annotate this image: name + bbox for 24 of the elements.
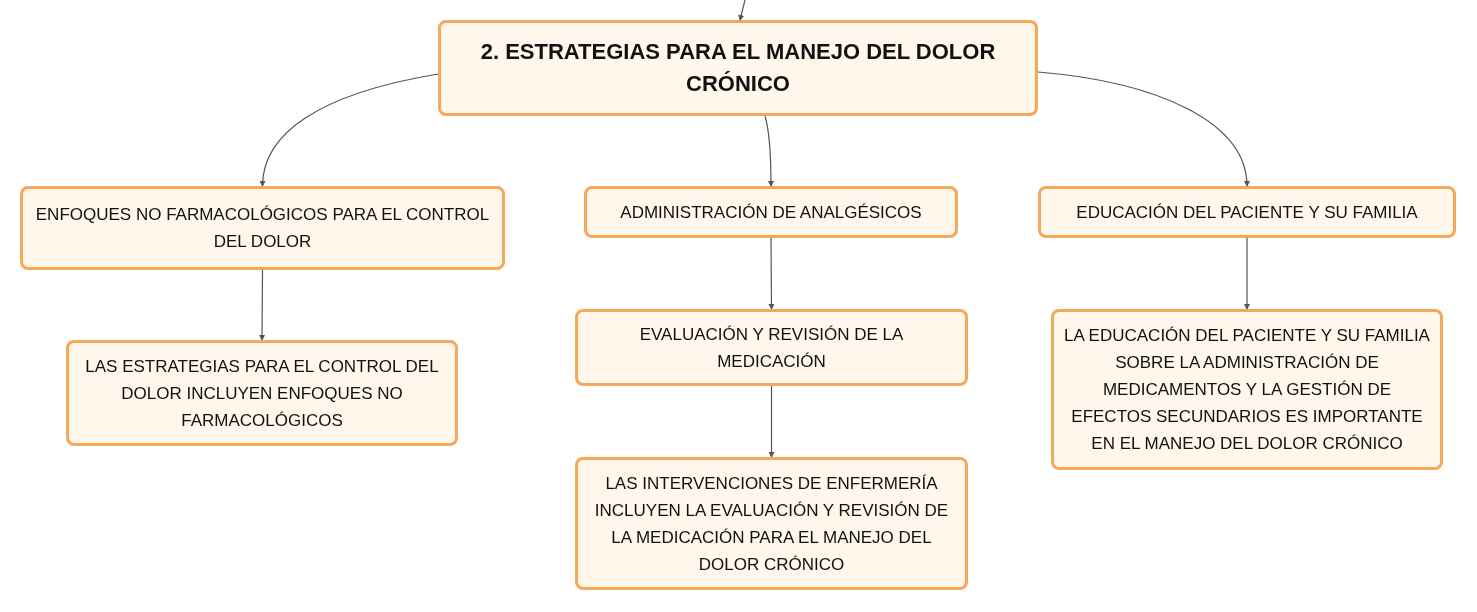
subtopic-box (575, 309, 968, 386)
arrow (738, 0, 746, 21)
topic-text: EDUCACIÓN DEL PACIENTE Y SU FAMILIA (1076, 201, 1418, 224)
topic-text: ADMINISTRACIÓN DE ANALGÉSICOS (620, 201, 922, 224)
arrow (259, 269, 266, 341)
arrow (764, 115, 774, 187)
subtopic-box (1038, 186, 1456, 238)
subtopic-box (66, 340, 458, 446)
subtopic-box (584, 186, 958, 238)
arrow (768, 237, 775, 310)
arrow (259, 73, 439, 187)
topic-text: LAS ESTRATEGIAS PARA EL CONTROL DEL DOLOR INCLUYEN ENFOQUES NO FARMACOLÓGICOS (84, 355, 440, 432)
topic-text: LAS INTERVENCIONES DE ENFERMERÍA INCLUYEN LA EVALUACIÓN Y REVISIÓN DE LA MEDICACIÓN PARA EL MANEJO DEL DOLOR CRÓNICO (593, 472, 950, 576)
subtopic-box (20, 186, 505, 270)
subtopic-box (1051, 309, 1443, 470)
subtopic-box (575, 457, 968, 590)
arrow (768, 385, 775, 458)
arrow (1037, 71, 1250, 187)
topic-box (438, 20, 1038, 116)
topic-text: LA EDUCACIÓN DEL PACIENTE Y SU FAMILIA SOBRE LA ADMINISTRACIÓN DE MEDICAMENTOS Y LA GESTIÓN DE EFECTOS SECUNDARIOS ES IMPORTANTE EN EL MANEJO DEL DOLOR CRÓNICO (1063, 325, 1431, 455)
arrow (1244, 237, 1250, 310)
topic-text: ENFOQUES NO FARMACOLÓGICOS PARA EL CONTROL DEL DOLOR (34, 204, 491, 253)
topic-text: EVALUACIÓN Y REVISIÓN DE LA MEDICACIÓN (638, 323, 905, 373)
topic-title: 2. ESTRATEGIAS PARA EL MANEJO DEL DOLOR CRÓNICO (479, 38, 997, 98)
